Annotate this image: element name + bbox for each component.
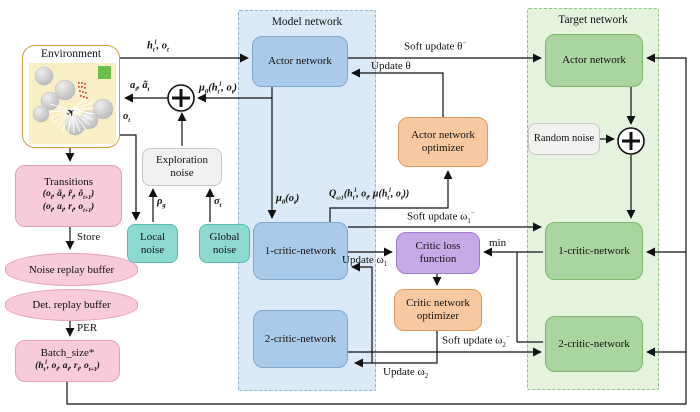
label-mu-o: μθ(ot) [276,193,300,207]
sum-junction-icon [167,84,195,112]
label-h-o: htl, ot [147,39,169,54]
local-noise-box: Local noise [127,224,178,263]
label-o-t: ot [123,111,131,125]
model-critic2-label: 2-critic-network [264,332,337,345]
model-network-title: Model network [271,16,343,28]
label-actions: at, ãt [130,80,150,94]
lidar-fan [49,94,95,133]
random-noise-label: Random noise [533,132,595,144]
label-mu-h-o: μθ(htl, ot) [199,81,237,96]
critic-network-optimizer: Critic network optimizer [394,289,482,331]
det-replay-buffer-label: Det. replay buffer [32,299,111,311]
actor-optimizer-label: Actor network optimizer [411,129,475,154]
critic-loss-function: Critic loss function [396,232,480,274]
label-min: min [489,237,507,249]
trajectory-dots [78,82,88,99]
transitions-box: Transitions (ot, ãt, r̃t, õt+1) (ot, at,… [15,165,122,227]
target-network-title: Target network [558,14,628,26]
exploration-noise-box: Exploration noise [142,148,222,186]
label-update-theta: Update θ [371,60,411,72]
transitions-formula-det: (ot, at, rt, ot+1) [42,202,95,215]
target-critic2-label: 2-critic-network [558,337,630,350]
label-update-w1: Update ω1 [342,254,388,269]
global-noise-label: Global noise [209,230,240,256]
noise-replay-buffer-label: Noise replay buffer [28,263,115,276]
goal-marker [98,66,111,79]
transitions-formula-noisy: (ot, ãt, r̃t, õt+1) [42,189,95,201]
label-per: PER [77,322,98,334]
target-actor-network: Actor network [545,34,643,87]
transitions-title: Transitions [43,176,94,189]
edge-env-to-localnoise [120,134,141,221]
random-noise-box: Random noise [528,123,600,155]
obstacle [32,66,114,136]
noise-replay-buffer: Noise replay buffer [5,253,138,286]
target-critic1-network: 1-critic-network [545,222,643,280]
model-critic1-network: 1-critic-network [253,222,348,280]
label-sigma-t: σt [214,196,222,210]
environment-title: Environment [40,48,102,60]
label-soft-update-w1: Soft update ω1− [407,210,475,225]
target-actor-label: Actor network [562,54,626,67]
local-noise-label: Local noise [139,230,166,256]
exploration-noise-label: Exploration noise [156,154,208,179]
model-critic2-network: 2-critic-network [253,310,348,368]
label-store: Store [77,231,101,243]
batch-formula: (htl, ot, at, rt, ot+1) [35,360,100,374]
critic-optimizer-label: Critic network optimizer [406,297,470,322]
environment-scene-art: ✈ [32,66,114,136]
model-actor-label: Actor network [268,55,332,68]
target-critic2-network: 2-critic-network [545,316,643,372]
environment-scene: ✈ [29,63,116,144]
label-soft-update-w2: Soft update ω2− [442,334,510,349]
global-noise-box: Global noise [199,224,250,263]
batch-box: Batch_size* (htl, ot, at, rt, ot+1) [15,340,120,382]
actor-network-optimizer: Actor network optimizer [398,117,488,167]
label-q-value: Qω1(htl, ot, μ(htl, ot)) [329,187,410,202]
model-critic1-label: 1-critic-network [264,244,337,257]
batch-title: Batch_size* [40,347,95,360]
label-update-w2: Update ω2 [383,366,429,381]
model-actor-network: Actor network [252,36,348,87]
critic-loss-label: Critic loss function [415,240,461,265]
label-soft-update-theta: Soft update θ− [404,40,467,53]
target-critic1-label: 1-critic-network [558,244,630,257]
environment-box: Environment [22,45,120,148]
det-replay-buffer: Det. replay buffer [5,289,138,321]
label-rho-g: ρg [157,196,166,210]
